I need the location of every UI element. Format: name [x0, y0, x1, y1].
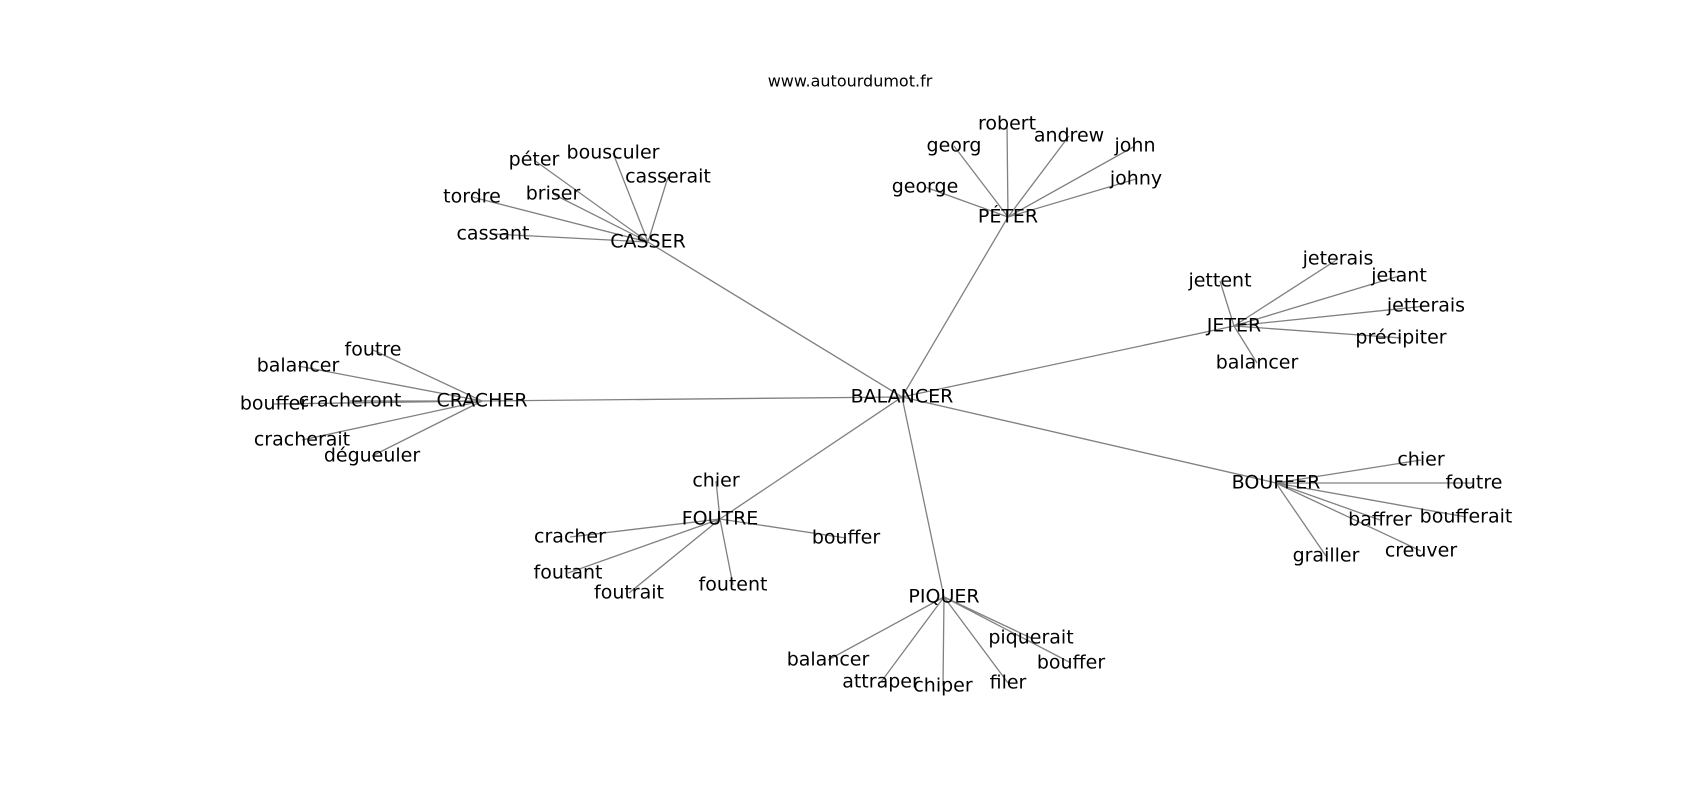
hub-leaf-edge [552, 193, 649, 243]
hub-leaf-edge [1007, 135, 1070, 218]
leaf-node-label: bousculer [567, 142, 660, 164]
hub-leaf-edge [612, 152, 649, 243]
hub-node-label: PIQUER [908, 586, 979, 608]
leaf-node-label: précipiter [1355, 327, 1446, 349]
leaf-node-label: foutant [534, 562, 603, 584]
center-node-label: BALANCER [851, 386, 954, 408]
leaf-node-label: balancer [787, 649, 870, 671]
leaf-node-label: dégueuler [324, 445, 421, 467]
hub-leaf-edge [827, 596, 945, 661]
leaf-node-label: george [892, 176, 959, 198]
leaf-node-label: foutre [1446, 472, 1503, 494]
hub-leaf-edge [1233, 258, 1339, 327]
leaf-node-label: foutre [345, 339, 402, 361]
hub-leaf-edge [471, 196, 649, 243]
leaf-node-label: foutent [699, 574, 768, 596]
hub-leaf-edge [533, 159, 649, 243]
leaf-node-label: bouffer [1037, 652, 1106, 674]
center-hub-edge [901, 396, 1277, 484]
hub-leaf-edge [301, 400, 483, 441]
hub-leaf-edge [1233, 305, 1427, 327]
hub-leaf-edge [372, 349, 483, 402]
leaf-node-label: chier [692, 470, 739, 492]
hub-leaf-edge [647, 176, 669, 243]
hub-node-label: CASSER [610, 231, 686, 253]
hub-leaf-edge [924, 186, 1009, 218]
leaf-node-label: tordre [443, 186, 501, 208]
hub-leaf-edge [1233, 325, 1402, 339]
leaf-node-label: creuver [1385, 540, 1458, 562]
hub-node-label: CRACHER [436, 390, 527, 412]
leaf-node-label: andrew [1034, 125, 1104, 147]
hub-leaf-edge [569, 518, 721, 538]
leaf-node-label: jetterais [1386, 295, 1465, 317]
leaf-node-label: attraper [842, 671, 920, 693]
leaf-node-label: johny [1109, 168, 1162, 190]
hub-leaf-edge [1275, 482, 1327, 557]
leaf-node-label: balancer [1216, 352, 1299, 374]
leaf-node-label: piquerait [988, 627, 1073, 649]
hub-leaf-edge [719, 518, 847, 539]
center-hub-edge [901, 325, 1235, 398]
hub-node-label: BOUFFER [1232, 472, 1321, 494]
hub-node-label: PÉTER [978, 205, 1038, 228]
leaf-node-label: briser [526, 183, 581, 205]
hub-node-label: JETER [1206, 315, 1261, 337]
leaf-node-label: cracherait [254, 429, 350, 451]
leaf-node-label: filer [990, 672, 1027, 694]
hub-leaf-edge [492, 233, 649, 243]
hub-leaf-edge [1219, 280, 1235, 327]
hub-leaf-edge [371, 400, 483, 457]
source-url: www.autourdumot.fr [768, 72, 933, 91]
leaf-node-label: bouffer [812, 527, 881, 549]
leaf-node-label: jeterais [1302, 248, 1374, 270]
hub-leaf-edge [942, 596, 945, 687]
center-hub-edge [901, 216, 1009, 398]
leaf-node-label: bouffer [240, 393, 309, 415]
hub-leaf-edge [943, 596, 1009, 684]
leaf-node-label: foutrait [594, 582, 664, 604]
leaf-node-label: jetant [1370, 265, 1427, 287]
leaf-node-label: cracheront [299, 390, 402, 412]
center-hub-edge [901, 396, 945, 598]
hub-leaf-edge [1007, 178, 1137, 218]
leaf-node-label: cassant [456, 223, 529, 245]
leaf-node-label: robert [978, 113, 1036, 135]
graph-edges [273, 123, 1474, 687]
hub-leaf-edge [1275, 482, 1467, 518]
leaf-node-label: jettent [1187, 270, 1251, 292]
leaf-node-label: chiper [913, 675, 973, 697]
leaf-node-label: john [1114, 135, 1156, 157]
leaf-node-label: casserait [625, 166, 711, 188]
leaf-node-label: balancer [257, 355, 340, 377]
leaf-node-label: georg [927, 135, 982, 157]
hub-leaf-edge [567, 518, 721, 574]
leaf-node-label: grailler [1293, 545, 1360, 567]
hub-leaf-edge [1233, 275, 1400, 327]
center-hub-edge [647, 241, 903, 398]
leaf-node-label: péter [509, 149, 560, 171]
hub-node-label: FOUTRE [682, 508, 759, 530]
center-hub-edge [481, 396, 903, 402]
hub-leaf-edge [953, 145, 1009, 218]
hub-leaf-edge [1006, 123, 1009, 218]
hub-leaf-edge [297, 365, 483, 402]
hub-leaf-edge [1275, 482, 1422, 552]
hub-leaf-edge [1007, 145, 1136, 218]
hub-leaf-edge [943, 596, 1072, 664]
leaf-node-label: baffrer [1348, 509, 1412, 531]
hub-leaf-edge [628, 518, 721, 594]
hub-leaf-edge [719, 518, 734, 586]
leaf-node-label: cracher [534, 526, 606, 548]
leaf-node-label: chier [1397, 449, 1444, 471]
leaf-node-label: boufferait [1420, 506, 1513, 528]
hub-leaf-edge [715, 480, 721, 520]
hub-leaf-edge [1275, 482, 1381, 521]
hub-leaf-edge [1233, 325, 1258, 364]
hub-leaf-edge [880, 596, 945, 683]
center-hub-edge [719, 396, 903, 520]
hub-leaf-edge [1275, 459, 1422, 484]
